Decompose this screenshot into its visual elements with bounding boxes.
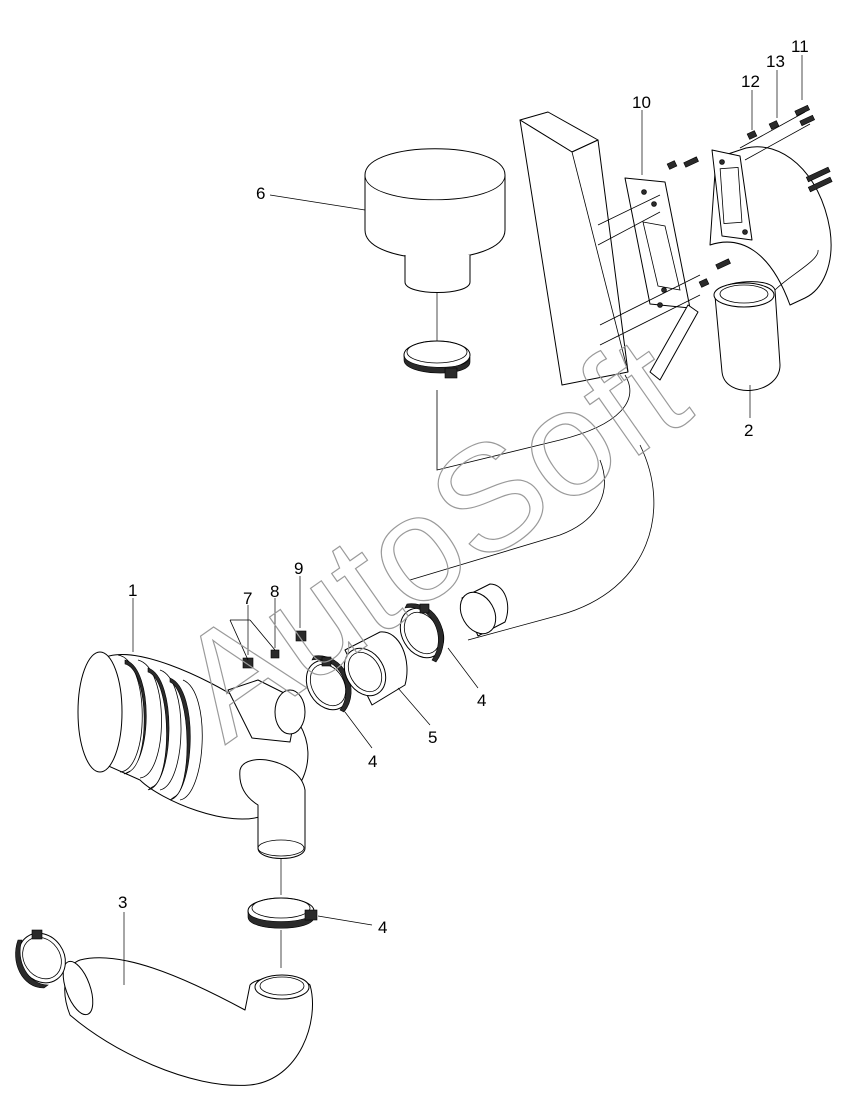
callout-11: 11	[791, 37, 809, 56]
callout-12: 12	[741, 72, 760, 91]
callout-3: 3	[118, 893, 127, 912]
watermark-text: AutoSoft	[147, 304, 715, 772]
hose-clamp-end	[15, 929, 66, 989]
callout-13: 13	[766, 52, 785, 71]
lower-hose	[62, 957, 313, 1086]
callout-10: 10	[632, 93, 651, 112]
connecting-hose-path	[409, 374, 655, 641]
leader-4-right	[447, 647, 479, 689]
callout-4-lower: 4	[378, 918, 387, 937]
leader-4-lower	[317, 915, 373, 926]
callout-8: 8	[270, 582, 279, 601]
leader-4-middle	[344, 711, 373, 749]
leader-6	[269, 194, 366, 211]
callout-6: 6	[256, 184, 265, 203]
callout-4-right: 4	[477, 691, 486, 710]
hose-clamp-top	[403, 340, 471, 379]
intake-sleeve	[343, 631, 408, 706]
elbow-duct	[709, 146, 832, 391]
callout-1: 1	[128, 581, 137, 600]
sleeve-ring	[459, 583, 509, 637]
air-cleaner-body	[77, 651, 309, 859]
hose-clamp-right	[399, 603, 445, 663]
callout-4-middle: 4	[368, 752, 377, 771]
callout-5: 5	[428, 728, 437, 747]
pre-cleaner-cap	[364, 148, 506, 293]
callout-9: 9	[294, 559, 303, 578]
leader-5	[397, 687, 431, 726]
callout-2: 2	[744, 421, 753, 440]
nuts-small	[229, 619, 307, 669]
callout-7: 7	[243, 589, 252, 608]
bolts-upper-right	[739, 104, 833, 193]
bolts-plate	[597, 156, 731, 346]
mounting-plate	[624, 177, 699, 381]
hose-clamp-middle	[305, 655, 352, 713]
hose-clamp-lower	[247, 897, 318, 929]
